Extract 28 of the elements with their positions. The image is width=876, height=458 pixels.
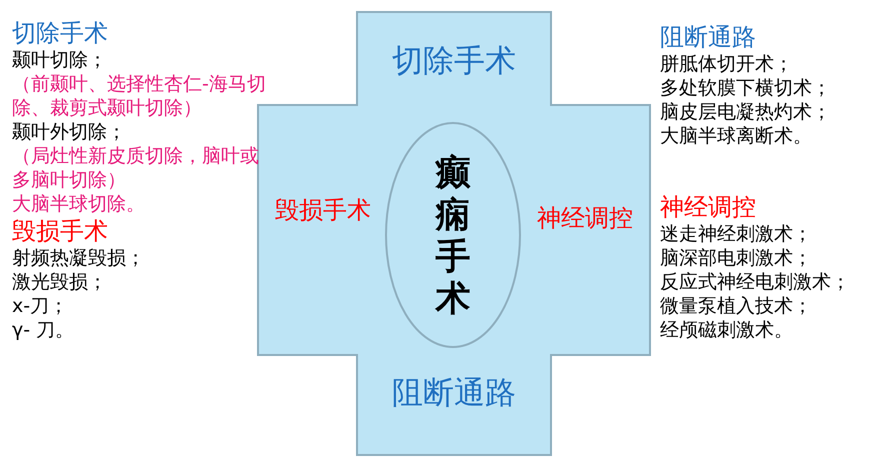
- list-item: （局灶性新皮质切除，脑叶或多脑叶切除）: [12, 144, 260, 192]
- list-item: 经颅磁刺激术。: [660, 318, 794, 342]
- list-item: 激光毁损；: [12, 270, 108, 294]
- list-item: 脑皮层电凝热灼术；: [660, 100, 832, 124]
- section-heading: 神经调控: [660, 192, 757, 222]
- list-item: γ- 刀。: [12, 318, 76, 342]
- arm-label: 毁损手术: [274, 195, 372, 226]
- list-item: 脑深部电刺激术；: [660, 246, 813, 270]
- list-item: 微量泵植入技术；: [660, 294, 813, 318]
- list-item: 胼胝体切开术；: [660, 52, 794, 76]
- list-item: （前颞叶、选择性杏仁-海马切除、裁剪式颞叶切除）: [12, 72, 267, 120]
- section-heading: 切除手术: [12, 18, 109, 48]
- section-heading: 阻断通路: [660, 22, 757, 52]
- list-item: 大脑半球离断术。: [660, 124, 813, 148]
- arm-label: 切除手术: [391, 42, 517, 81]
- center-label: 癫痫手术: [434, 152, 472, 320]
- list-item: 多处软膜下横切术；: [660, 76, 832, 100]
- arm-label: 神经调控: [536, 203, 634, 234]
- list-item: 反应式神经电刺激术；: [660, 270, 851, 294]
- list-item: 颞叶外切除；: [12, 120, 127, 144]
- list-item: 射频热凝毁损；: [12, 246, 146, 270]
- list-item: 迷走神经刺激术；: [660, 222, 813, 246]
- arm-label: 阻断通路: [391, 374, 517, 413]
- list-item: 颞叶切除；: [12, 48, 108, 72]
- section-heading: 毁损手术: [12, 216, 109, 246]
- center-ellipse: [385, 122, 521, 348]
- list-item: x-刀；: [12, 294, 70, 318]
- list-item: 大脑半球切除。: [12, 192, 146, 216]
